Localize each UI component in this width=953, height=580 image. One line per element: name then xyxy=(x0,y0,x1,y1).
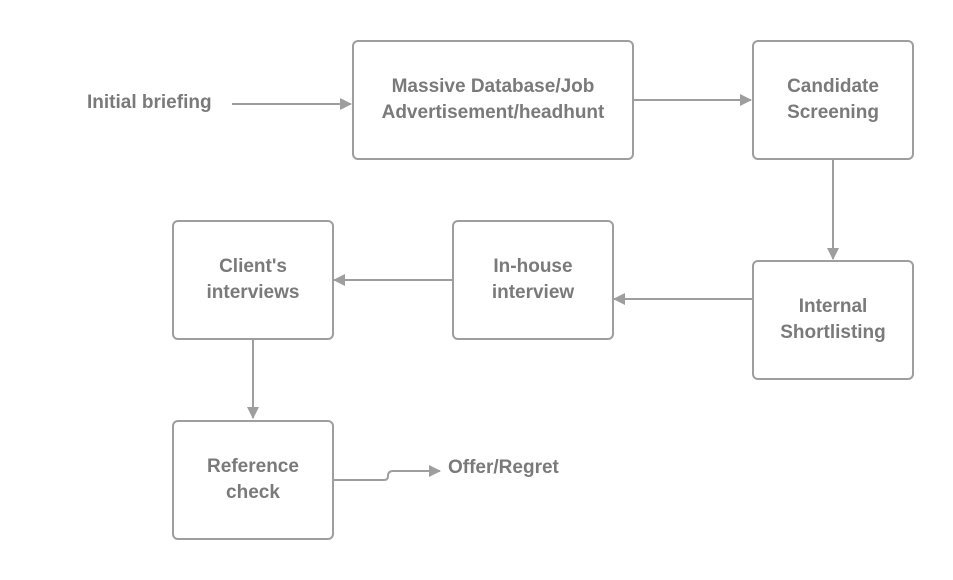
inhouse-interview-node: In-house interview xyxy=(452,220,614,340)
reference-check-label: Reference check xyxy=(207,456,299,503)
clients-interviews-node: Client's interviews xyxy=(172,220,334,340)
inhouse-interview-label: In-house interview xyxy=(491,256,575,303)
candidate-screening-label: Candidate Screening xyxy=(787,76,879,123)
offer-regret-label: Offer/Regret xyxy=(448,457,559,478)
massive-database-label: Massive Database/Job Advertisement/headh… xyxy=(381,76,605,123)
internal-shortlisting-node: Internal Shortlisting xyxy=(752,260,914,380)
massive-database-node: Massive Database/Job Advertisement/headh… xyxy=(352,40,634,160)
arrow-reference-to-offer xyxy=(334,465,441,481)
initial-briefing-label: Initial briefing xyxy=(87,92,212,113)
clients-interviews-label: Client's interviews xyxy=(206,256,300,303)
candidate-screening-node: Candidate Screening xyxy=(752,40,914,160)
reference-check-node: Reference check xyxy=(172,420,334,540)
internal-shortlisting-label: Internal Shortlisting xyxy=(780,296,886,343)
